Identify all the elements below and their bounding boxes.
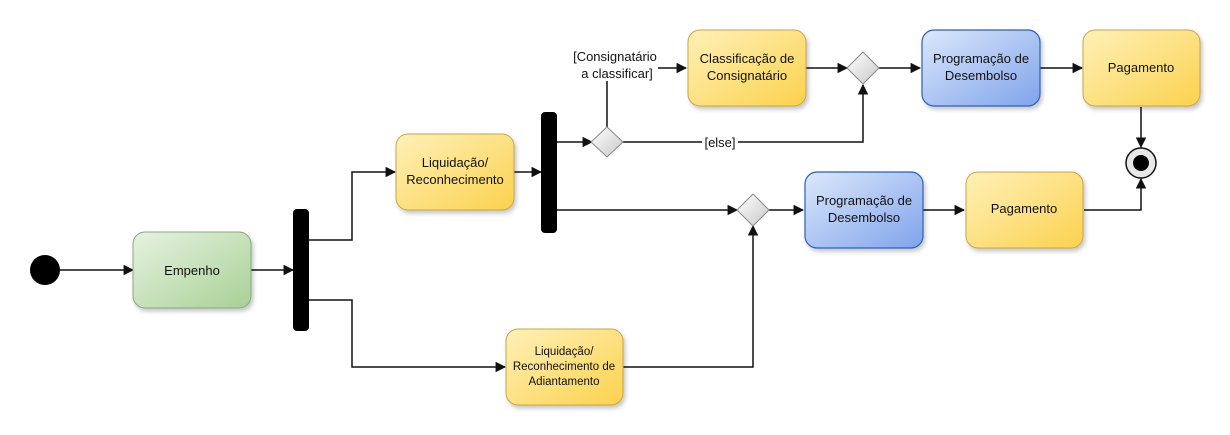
node-programacao-top: Programação de Desembolso xyxy=(921,29,1041,107)
guard-consignatario-bg xyxy=(572,49,658,81)
edge-adiantamento-to-decision3 xyxy=(623,224,759,368)
final-node xyxy=(1125,147,1157,179)
node-adiantamento-line1: Liquidação/ xyxy=(535,346,595,358)
node-adiantamento-line2: Reconhecimento de xyxy=(513,361,615,373)
node-empenho-label: Empenho xyxy=(164,263,220,278)
node-adiantamento-line3: Adiantamento xyxy=(529,376,600,388)
guard-else-bg xyxy=(702,136,738,150)
merge-top xyxy=(846,51,880,85)
node-programacao-top-line1: Programação de xyxy=(933,51,1029,66)
node-pagamento-top-label: Pagamento xyxy=(1108,60,1175,75)
guard-else: [else] xyxy=(704,135,735,150)
node-liquidacao-line1: Liquidação/ xyxy=(422,155,489,170)
node-empenho: Empenho xyxy=(132,231,252,309)
node-programacao-mid-line1: Programação de xyxy=(816,193,912,208)
node-pagamento-mid: Pagamento xyxy=(965,171,1084,249)
node-classificacao: Classificação de Consignatário xyxy=(687,29,807,107)
node-pagamento-top: Pagamento xyxy=(1082,29,1201,107)
node-liquidacao-adiantamento: Liquidação/ Reconhecimento de Adiantamen… xyxy=(505,328,624,406)
edges xyxy=(60,62,1147,373)
fork-bar-2 xyxy=(541,112,557,233)
fork-bar-1 xyxy=(293,209,309,331)
decision-consignatario xyxy=(590,126,624,158)
node-liquidacao: Liquidação/ Reconhecimento xyxy=(395,133,515,211)
node-liquidacao-line2: Reconhecimento xyxy=(406,172,504,187)
merge-mid xyxy=(736,193,770,227)
node-classificacao-line1: Classificação de xyxy=(700,51,795,66)
edge-fork-to-liquidacao xyxy=(309,166,397,241)
node-programacao-mid: Programação de Desembolso xyxy=(804,171,924,249)
node-pagamento-mid-label: Pagamento xyxy=(991,201,1058,216)
guard-consignatario-line2: a classificar] xyxy=(581,66,653,81)
guard-consignatario-line1: [Consignatário xyxy=(573,49,657,64)
node-programacao-mid-line2: Desembolso xyxy=(828,210,900,225)
node-classificacao-line2: Consignatário xyxy=(707,68,787,83)
initial-node xyxy=(30,255,60,285)
node-programacao-top-line2: Desembolso xyxy=(945,68,1017,83)
edge-fork-to-adiantamento xyxy=(309,299,507,373)
edge-pagamento-mid-to-end xyxy=(1084,177,1147,211)
